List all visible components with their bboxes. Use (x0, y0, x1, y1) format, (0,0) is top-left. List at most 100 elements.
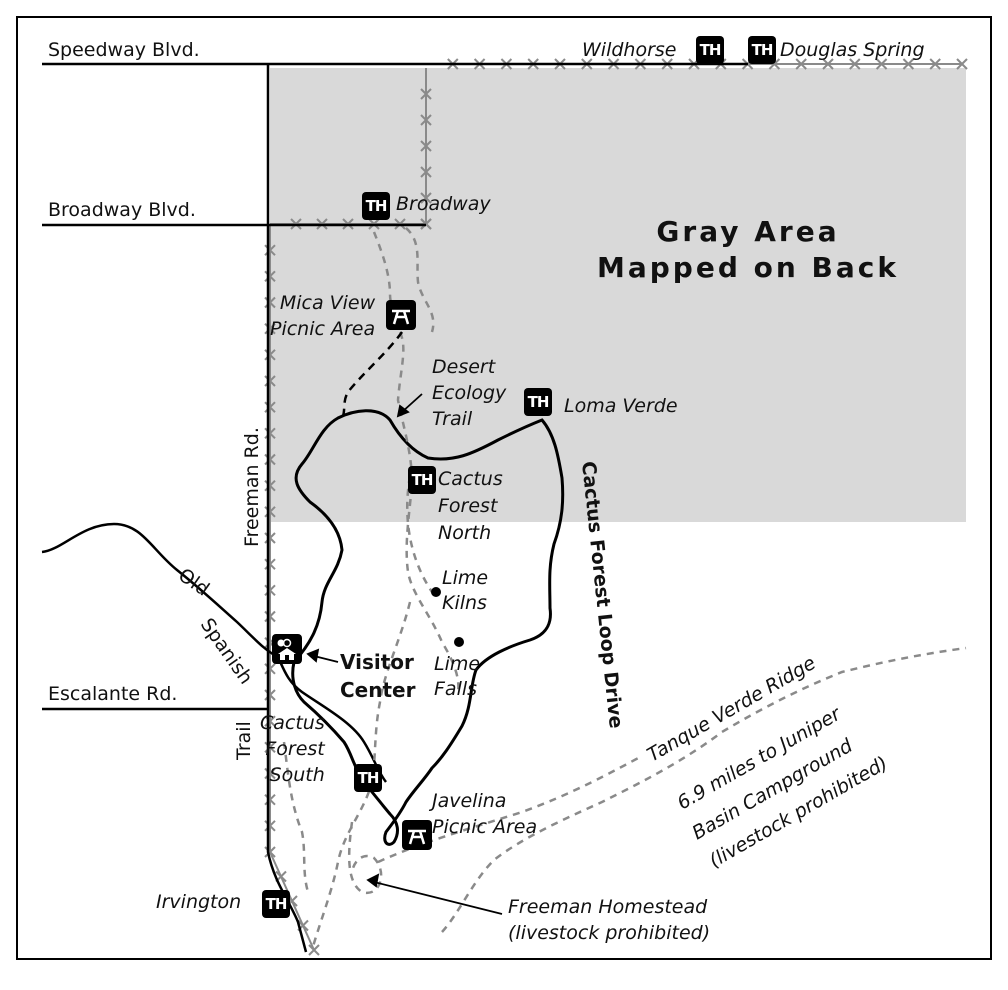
visitor-center-icon[interactable] (272, 634, 302, 664)
cfn-line-3: North (438, 522, 492, 544)
fence-x-mark (264, 401, 276, 413)
douglas-spring-trailhead-icon[interactable]: TH (748, 36, 776, 64)
cactus-forest-loop (291, 409, 565, 846)
fence-x-mark (264, 270, 276, 283)
cfs-line-3: South (269, 764, 325, 786)
kilns-line-2: Kilns (442, 592, 487, 614)
gray-area-line-2: Mapped on Back (597, 251, 899, 284)
fence-x-mark (264, 820, 276, 832)
fence-x-mark (956, 58, 968, 70)
fence-x-mark (264, 506, 276, 518)
trails-fine (340, 331, 404, 419)
fence-x-mark (264, 767, 276, 780)
broadway-road-label: Broadway Blvd. (48, 199, 196, 221)
fence-x-mark (768, 58, 781, 70)
vc-line-1: Visitor (340, 650, 414, 674)
fence-x-mark (308, 944, 320, 956)
javelina-label: Javelina Picnic Area (432, 788, 537, 840)
desert-line-1: Desert (432, 356, 496, 378)
fence-x-mark (264, 846, 276, 858)
homestead-line-1: Freeman Homestead (508, 896, 708, 918)
fence-x-mark (822, 58, 834, 70)
desert-line-3: Trail (432, 408, 473, 430)
broadway-trailhead-label: Broadway (396, 193, 491, 215)
fence-x-mark (264, 296, 276, 309)
fence-x-mark (264, 584, 276, 597)
mica-line-1: Mica View (279, 292, 376, 314)
fence-x-mark (902, 58, 915, 70)
fence-x-mark (420, 166, 432, 178)
falls-line-1: Lime (434, 653, 481, 675)
desert-line-2: Ecology (432, 382, 507, 404)
lime-kilns-label: Lime Kilns (442, 566, 488, 616)
cfs-line-1: Cactus (260, 712, 325, 734)
arrows (306, 393, 503, 915)
javelina-line-2: Picnic Area (432, 816, 538, 838)
cfn-line-2: Forest (438, 495, 498, 517)
freeman-road-label: Freeman Rd. (241, 427, 263, 547)
fence-x-mark (264, 453, 276, 466)
fence-x-mark (849, 58, 861, 70)
wildhorse-label: Wildhorse (582, 39, 677, 61)
speedway-label: Speedway Blvd. (48, 39, 200, 61)
cfn-line-1: Cactus (438, 468, 503, 490)
fence-x-mark (264, 558, 276, 570)
old-spanish-trail-road (41, 522, 387, 783)
fence-x-mark (264, 715, 276, 727)
falls-line-2: Falls (434, 678, 478, 700)
fence-x-mark (264, 689, 276, 701)
old-spanish-spanish: Spanish (196, 614, 257, 688)
fence-x-mark (420, 192, 432, 204)
cfs-line-2: Forest (265, 738, 325, 760)
mica-view-label: Mica View Picnic Area (270, 290, 375, 342)
irvington-trailhead-icon[interactable]: TH (262, 890, 290, 918)
mica-view-picnic-icon[interactable] (386, 300, 416, 330)
old-spanish-trail: Trail (233, 721, 255, 761)
lime-kilns-dot (431, 587, 441, 597)
fence-x-mark (264, 479, 276, 492)
lime-falls-dot (454, 637, 464, 647)
fence-x-mark (264, 375, 276, 387)
gray-area-line-1: Gray Area (656, 215, 840, 248)
map-canvas: Freeman Rd. Old Spanish Trail Cactus For… (41, 58, 968, 956)
fence-markers (264, 58, 968, 956)
fence-x-mark (264, 610, 276, 623)
irvington-label: Irvington (156, 891, 242, 913)
kilns-line-1: Lime (442, 567, 489, 589)
mica-line-2: Picnic Area (270, 318, 376, 340)
fence-x-mark (264, 663, 276, 675)
javelina-picnic-icon[interactable] (402, 820, 432, 850)
wildhorse-trailhead-icon[interactable]: TH (696, 36, 724, 64)
fence-x-mark (875, 58, 888, 70)
gray-area (270, 68, 966, 522)
escalante-label: Escalante Rd. (48, 683, 178, 705)
fence-x-mark (264, 244, 276, 256)
fence-x-mark (420, 88, 432, 100)
visitor-center-label: Visitor Center (340, 648, 415, 704)
broadway-trailhead-icon[interactable]: TH (362, 192, 390, 220)
loma-verde-label: Loma Verde (564, 395, 678, 417)
map-frame: Freeman Rd. Old Spanish Trail Cactus For… (16, 16, 992, 960)
fence-x-mark (264, 427, 276, 440)
fence-x-mark (420, 114, 432, 126)
douglas-spring-label: Douglas Spring (780, 39, 925, 61)
fence-x-mark (795, 58, 807, 70)
cactus-forest-south-label: Cactus Forest South (260, 710, 325, 788)
vc-line-2: Center (340, 678, 416, 702)
fence-x-mark (264, 532, 276, 544)
fence-x-mark (420, 140, 432, 152)
fence-x-mark (264, 349, 276, 361)
gray-area-label: Gray Area Mapped on Back (578, 214, 918, 286)
cactus-forest-north-label: Cactus Forest North (438, 466, 503, 547)
freeman-homestead-label: Freeman Homestead (livestock prohibited) (508, 894, 710, 946)
fence-x-mark (264, 322, 276, 335)
fence-x-mark (264, 793, 276, 806)
homestead-line-2: (livestock prohibited) (508, 922, 711, 944)
fence-x-mark (929, 58, 941, 70)
lime-falls-label: Lime Falls (434, 652, 480, 702)
cactus-forest-south-trailhead-icon[interactable]: TH (354, 764, 382, 792)
fence-x-mark (264, 741, 276, 754)
javelina-line-1: Javelina (432, 790, 507, 812)
loma-verde-trailhead-icon[interactable]: TH (524, 388, 552, 416)
cactus-forest-north-trailhead-icon[interactable]: TH (408, 466, 436, 494)
